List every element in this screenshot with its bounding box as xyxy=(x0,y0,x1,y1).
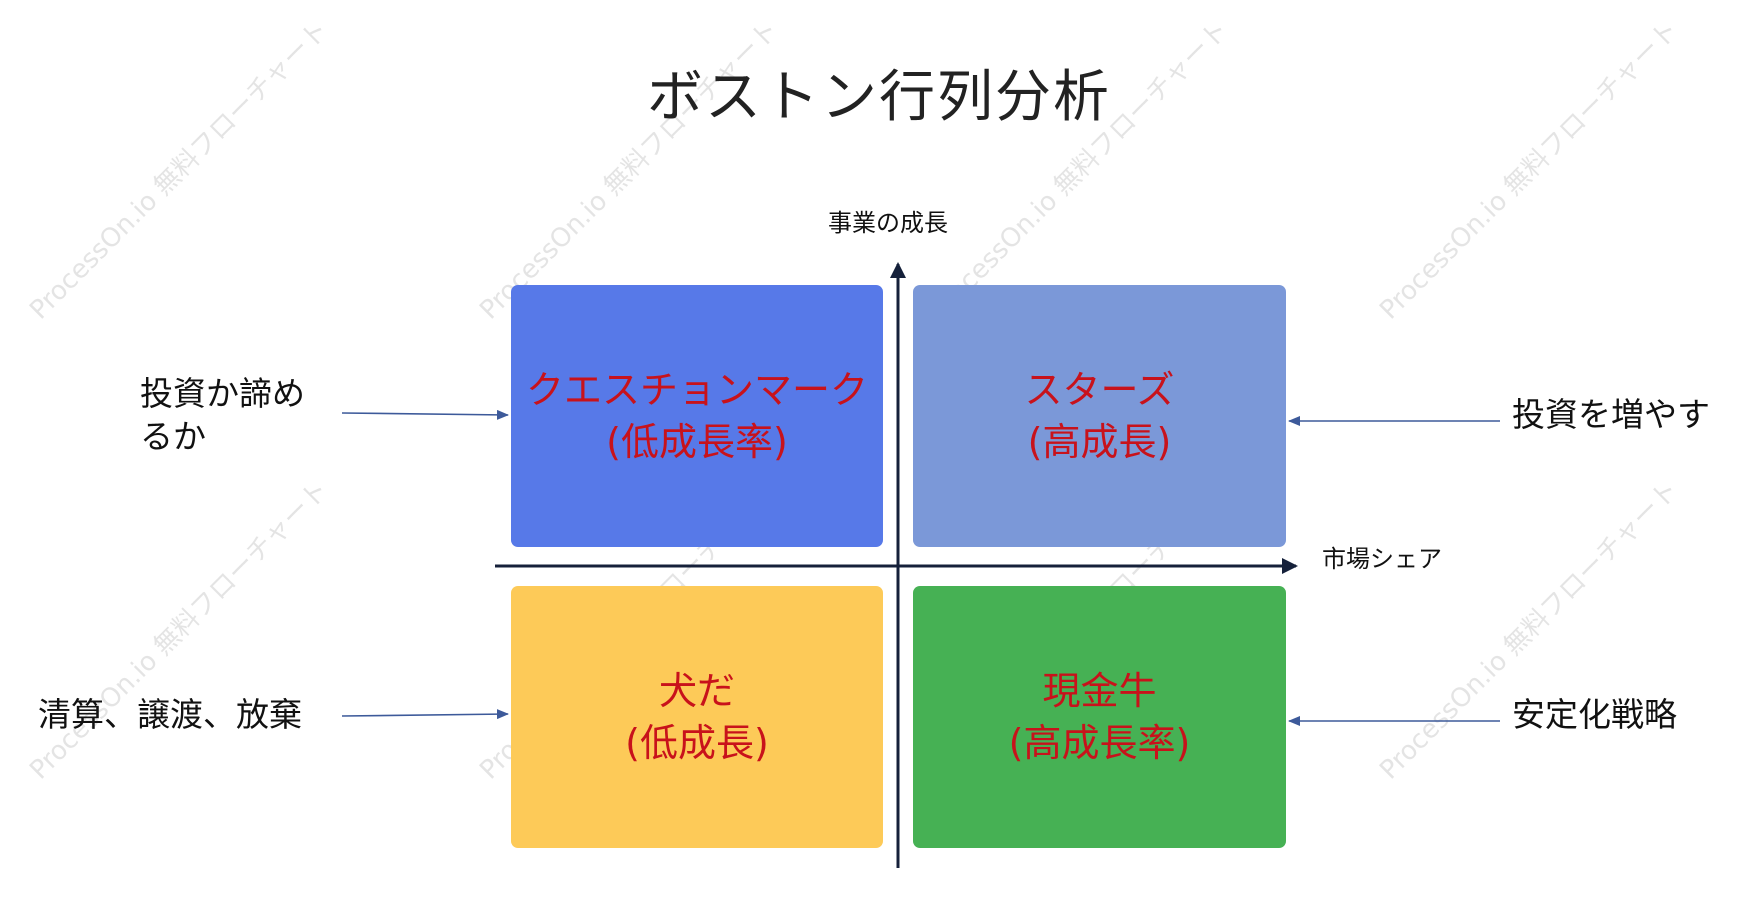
arrow-top-left xyxy=(341,409,509,420)
quadrant-subtitle: (低成長) xyxy=(625,721,769,765)
quadrant-title: 犬だ xyxy=(658,669,735,713)
label-bottom-left: 清算、譲渡、放棄 xyxy=(38,695,302,734)
quadrant-subtitle: (高成長) xyxy=(1027,420,1172,464)
quadrant-dog[interactable]: 犬だ (低成長) xyxy=(511,586,883,848)
quadrant-title: スターズ xyxy=(1024,368,1175,412)
quadrant-title: 現金牛 xyxy=(1042,669,1157,713)
quadrant-cash-cow[interactable]: 現金牛 (高成長率) xyxy=(913,586,1286,848)
label-bottom-right: 安定化戦略 xyxy=(1512,695,1677,734)
quadrant-title: クエスチョンマーク xyxy=(525,368,868,412)
label-top-left-line1: 投資か諦め xyxy=(140,374,305,413)
label-top-right: 投資を増やす xyxy=(1512,395,1710,434)
arrow-bottom-left xyxy=(341,709,509,720)
quadrant-subtitle: (高成長率) xyxy=(1008,721,1191,765)
label-top-left: 投資か諦め るか xyxy=(140,372,305,458)
quadrant-stars[interactable]: スターズ (高成長) xyxy=(913,285,1286,547)
page-title: ボストン行列分析 xyxy=(647,65,1111,130)
x-axis-label: 市場シェア xyxy=(1322,545,1442,573)
quadrant-question-mark[interactable]: クエスチョンマーク (低成長率) xyxy=(511,285,883,547)
label-top-left-line2: るか xyxy=(140,417,206,456)
quadrant-subtitle: (低成長率) xyxy=(606,420,788,464)
y-axis-label: 事業の成長 xyxy=(828,209,948,237)
